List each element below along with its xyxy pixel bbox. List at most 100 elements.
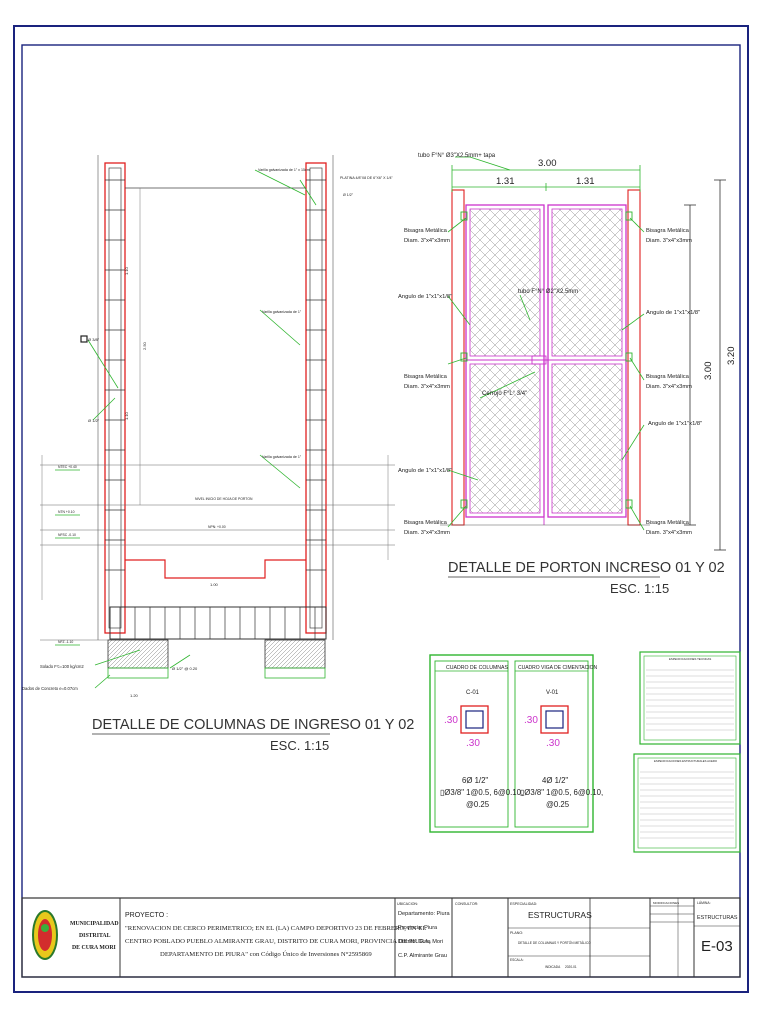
- consultant-label: CONSULTOR:: [455, 902, 478, 906]
- columns-detail-scale: ESC. 1:15: [270, 738, 329, 753]
- gate-detail-scale: ESC. 1:15: [610, 581, 669, 596]
- col-name: C-01: [466, 690, 480, 696]
- col-dim-a: .30: [444, 715, 458, 726]
- col-stirrups-1: ▯Ø3/8" 1@0.5, 6@0.10,: [440, 788, 523, 797]
- col-stirrups-2: @0.25: [466, 800, 490, 809]
- columns-detail: Varilla galvanizada de 1" x 15cm PLATINA…: [22, 155, 414, 753]
- org-line-3: DE CURA MORI: [72, 945, 117, 951]
- label-npt: NPN: +0.00: [208, 525, 226, 529]
- bisagra-r3-line2: Diam. 3"x4"x3mm: [646, 530, 692, 536]
- project-text-1: "RENOVACION DE CERCO PERIMETRICO; EN EL …: [125, 925, 426, 932]
- sheet-inner-border: [21, 44, 741, 978]
- left-footing: [107, 639, 169, 669]
- project-label: PROYECTO :: [125, 912, 168, 919]
- bisagra-l3-line1: Bisagra Metálica: [404, 520, 448, 526]
- scale-label: ESCALA:: [510, 958, 524, 962]
- bisagra-r2-line2: Diam. 3"x4"x3mm: [646, 384, 692, 390]
- sheet-outer-border: [13, 25, 749, 993]
- municipal-logo: [32, 910, 58, 960]
- label-d12: Ø 1/2": [88, 418, 100, 423]
- beam-dim-a: .30: [524, 715, 538, 726]
- bisagra-l1-line1: Bisagra Metálica: [404, 228, 448, 234]
- gate-right-post: [627, 189, 641, 526]
- col-steel: 6Ø 1/2": [462, 776, 488, 785]
- plan-name: DETALLE DE COLUMNAS Y PORTÓN METÁLICO: [518, 940, 591, 945]
- dim-total-width: 3.00: [538, 158, 557, 169]
- bisagra-l2-line2: Diam. 3"x4"x3mm: [404, 384, 450, 390]
- angulo-r2: Angulo de 1"x1"x1/8": [648, 421, 702, 427]
- plan-label: PLANO:: [510, 931, 523, 935]
- tech-specs-title: ESPECIFICACIONES TECNICAS: [669, 657, 711, 661]
- label-platina: PLATINA 4/8"X8 DE 6"X6" X 1/4": [340, 176, 394, 180]
- date-value: 2020-01: [565, 965, 577, 969]
- bisagra-r1-line2: Diam. 3"x4"x3mm: [646, 238, 692, 244]
- beams-table-title: CUADRO VIGA DE CIMENTACION: [518, 665, 597, 671]
- bisagra-l1-line2: Diam. 3"x4"x3mm: [404, 238, 450, 244]
- beam-steel: 4Ø 1/2": [542, 776, 568, 785]
- foundation-beam: [109, 606, 327, 640]
- gate-detail-title: DETALLE DE PORTON INCRESO 01 Y 02: [448, 560, 725, 576]
- col-dim-b: .30: [466, 738, 480, 749]
- dim-4: 1.00: [210, 582, 219, 587]
- dim-half-left: 1.31: [496, 176, 515, 187]
- right-column: [305, 162, 327, 634]
- sheet-label: LÁMINA:: [697, 901, 711, 905]
- label-tubo-top: tubo F°N° Ø3"X2.5mm+ tapa: [418, 153, 496, 159]
- location-3: Distrito: Cura Mori: [398, 939, 443, 945]
- dim-height-inner: 3.00: [703, 362, 714, 381]
- angulo-l1: Angulo de 1"x1"x1/8": [398, 294, 452, 300]
- gate-detail: tubo F°N° Ø3"X2.5mm+ tapa 3.00 1.31 1.31…: [398, 153, 737, 596]
- sections-table: CUADRO DE COLUMNAS CUADRO VIGA DE CIMENT…: [429, 654, 603, 833]
- location-4: C.P. Almirante Grau: [398, 953, 447, 959]
- bisagra-l2-line1: Bisagra Metálica: [404, 374, 448, 380]
- dim-3: 2.50: [142, 341, 147, 350]
- angulo-l2: Angulo de 1"x1"x1/8": [398, 468, 452, 474]
- label-phi-top: Ø 1/2": [343, 193, 354, 197]
- label-d12b: Ø 1/2" @ 0.20: [172, 666, 198, 671]
- level-2: NTN +0.10: [58, 510, 75, 514]
- beam-dim-b: .30: [546, 738, 560, 749]
- dim-height-outer: 3.20: [726, 347, 737, 366]
- beam-name: V-01: [546, 690, 559, 696]
- specialty: ESTRUCTURAS: [528, 910, 592, 920]
- bisagra-r3-line1: Bisagra Metálica: [646, 520, 690, 526]
- org-line-1: MUNICIPALIDAD: [70, 921, 119, 927]
- dim-1: 1.10: [124, 266, 129, 275]
- label-nivel-inicio: NIVEL INICIO DE HOJA DE PORTON: [195, 497, 253, 501]
- label-varilla-low: Varilla galvanizada de 1": [262, 455, 302, 459]
- sheet-number: E-03: [701, 938, 733, 955]
- label-varilla-mid: Varilla galvanizada de 1": [262, 310, 302, 314]
- level-4: NFZ -1.10: [58, 640, 73, 644]
- discipline: ESTRUCTURAS: [697, 915, 738, 921]
- level-3: NFSC -0.10: [58, 533, 76, 537]
- beam-stirrups-1: ▯Ø3/8" 1@0.5, 6@0.10,: [520, 788, 603, 797]
- org-line-2: DISTRITAL: [79, 933, 111, 939]
- left-column: [104, 162, 126, 634]
- project-text-2: CENTRO POBLADO PUEBLO ALMIRANTE GRAU, DI…: [125, 938, 431, 945]
- bisagra-r1-line1: Bisagra Metálica: [646, 228, 690, 234]
- revisions-label: MODIFICACIONES: [653, 901, 679, 905]
- label-tubo-mid: tubo F°N° Ø2"X2.5mm: [518, 289, 578, 295]
- label-varilla-top: Varilla galvanizada de 1" x 15cm: [258, 168, 310, 172]
- specialty-label: ESPECIALIDAD:: [510, 902, 537, 906]
- level-1: NTEC +0.40: [58, 465, 77, 469]
- scale-value: INDICADA: [545, 965, 561, 969]
- columns-table-title: CUADRO DE COLUMNAS: [446, 665, 509, 671]
- angulo-r1: Angulo de 1"x1"x1/8": [646, 310, 700, 316]
- location-2: Provincia: Piura: [398, 925, 438, 931]
- columns-detail-title: DETALLE DE COLUMNAS DE INGRESO 01 Y 02: [92, 717, 414, 733]
- label-cerrojo: Cerrojo F°L° 3/4": [482, 391, 527, 397]
- bisagra-l3-line2: Diam. 3"x4"x3mm: [404, 530, 450, 536]
- label-solado: Solado F'c=100 kg/cm2: [40, 664, 84, 669]
- ground-profile: [125, 559, 306, 579]
- col-section: [460, 705, 489, 734]
- label-d38: Ø 3/8": [88, 337, 100, 342]
- right-footing: [264, 639, 326, 669]
- bisagra-r2-line1: Bisagra Metálica: [646, 374, 690, 380]
- location-label: UBICACION:: [397, 902, 418, 906]
- title-block: MUNICIPALIDAD DISTRITAL DE CURA MORI PRO…: [21, 897, 741, 978]
- steel-specs-title: ESPECIFICACIONES ESTRUCTURALES ACERO: [654, 759, 718, 763]
- label-dados: Dados de Concreto e=0.07cm: [22, 686, 78, 691]
- dim-2: 1.10: [124, 411, 129, 420]
- beam-stirrups-2: @0.25: [546, 800, 570, 809]
